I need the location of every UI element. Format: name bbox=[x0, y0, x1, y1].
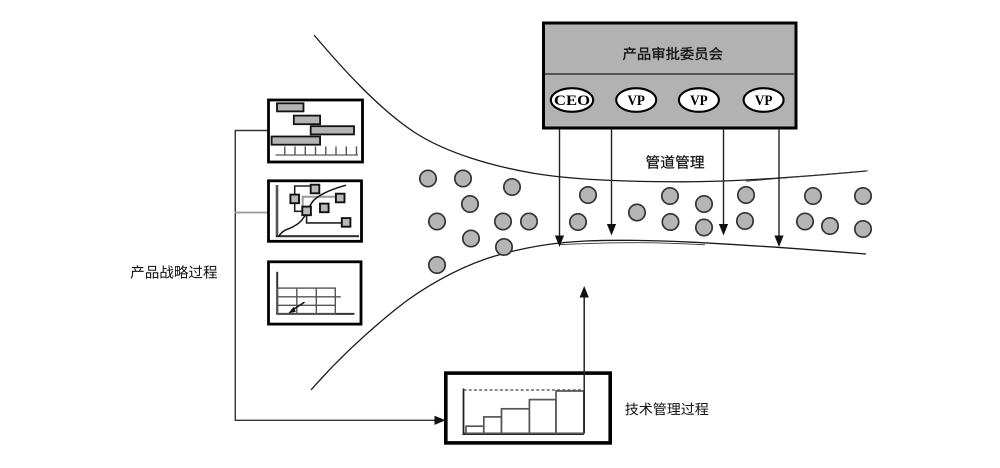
svg-text:VP: VP bbox=[627, 92, 645, 109]
svg-text:VP: VP bbox=[755, 92, 773, 109]
svg-text:VP: VP bbox=[690, 92, 708, 109]
svg-text:CEO: CEO bbox=[554, 92, 590, 109]
